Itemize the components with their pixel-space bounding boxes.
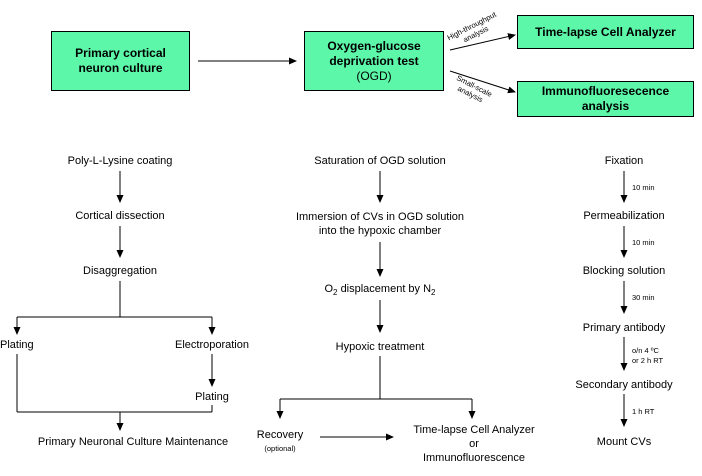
plating-right-step: Plating	[195, 391, 229, 403]
primary-antibody-step: Primary antibody	[582, 322, 666, 334]
plating-left-step: Plating	[0, 339, 34, 351]
coating-step: Poly-L-Lysine coating	[67, 155, 173, 167]
outcome-line2: or	[469, 437, 479, 450]
blocking-step: Blocking solution	[582, 265, 666, 277]
recovery-note: (optional)	[264, 444, 296, 453]
time-primary-incubation: o/n 4 ºC or 2 h RT	[632, 346, 663, 366]
time-30min: 30 min	[632, 293, 655, 302]
time-1h-rt: 1 h RT	[632, 407, 655, 416]
dissection-step: Cortical dissection	[75, 210, 165, 222]
immuno-line1: Immunofluoresecence	[541, 84, 670, 98]
outcome-step: Time-lapse Cell Analyzer or Immunofluore…	[413, 424, 534, 465]
time-lapse-label: Time-lapse Cell Analyzer	[535, 24, 676, 39]
time-10min-2: 10 min	[632, 238, 655, 247]
primary-culture-line2: neuron culture	[78, 61, 163, 75]
primary-culture-line1: Primary cortical	[75, 46, 166, 60]
permeabilization-step: Permeabilization	[583, 210, 665, 222]
outcome-line3: Immunofluorescence	[422, 451, 526, 464]
saturation-step: Saturation of OGD solution	[314, 155, 446, 167]
o2-mid: displacement by N	[337, 283, 432, 295]
time-10min-1: 10 min	[632, 183, 655, 192]
immersion-line1: Immersion of CVs in OGD solution	[295, 211, 465, 223]
ogd-box: Oxygen-glucose deprivation test (OGD)	[304, 31, 444, 91]
ogd-line1: Oxygen-glucose	[327, 38, 421, 53]
electroporation-step: Electroporation	[175, 339, 249, 351]
maintenance-step: Primary Neuronal Culture Maintenance	[37, 436, 229, 448]
outcome-line1: Time-lapse Cell Analyzer	[413, 424, 535, 436]
immersion-line2: into the hypoxic chamber	[318, 224, 442, 237]
fixation-step: Fixation	[604, 155, 644, 167]
secondary-antibody-step: Secondary antibody	[575, 379, 673, 391]
n2-sub: 2	[431, 288, 436, 298]
o2-displacement-step: O2 displacement by N2	[324, 283, 435, 298]
ogd-line2: deprivation test	[329, 53, 419, 68]
immersion-step: Immersion of CVs in OGD solution into th…	[296, 211, 464, 239]
disaggregation-step: Disaggregation	[83, 265, 157, 277]
o2-o: O	[324, 283, 334, 295]
immuno-line2: analysis	[581, 99, 630, 113]
immuno-analysis-box: Immunofluoresecence analysis	[517, 81, 694, 117]
arrow-ogd-to-immuno	[449, 70, 516, 94]
arrow-ogd-to-timelapse	[449, 33, 516, 51]
o2-sub: 2	[333, 288, 338, 298]
hypoxic-step: Hypoxic treatment	[335, 341, 425, 353]
time-primary-line2: or 2 h RT	[632, 356, 664, 366]
ogd-line3: (OGD)	[356, 68, 392, 83]
primary-culture-box: Primary cortical neuron culture	[51, 31, 190, 91]
time-primary-line1: o/n 4 ºC	[632, 346, 659, 355]
time-lapse-box: Time-lapse Cell Analyzer	[517, 15, 694, 49]
mount-step: Mount CVs	[596, 436, 652, 448]
recovery-step: Recovery	[256, 429, 304, 441]
